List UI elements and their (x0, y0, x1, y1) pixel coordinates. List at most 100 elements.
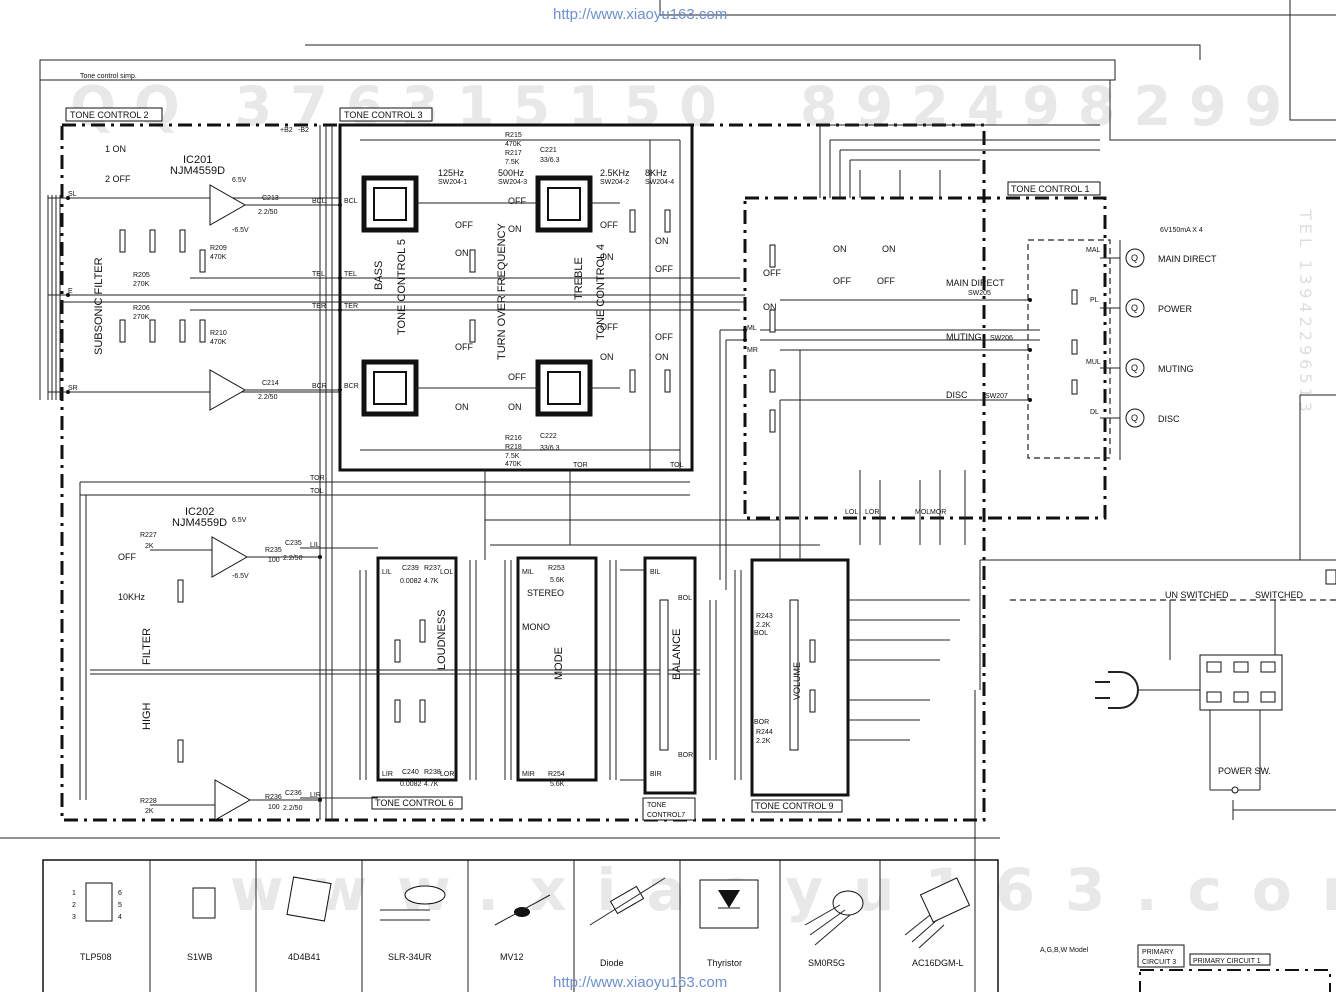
node-ter-1: TER (312, 303, 326, 310)
node-tor: TOR (310, 475, 325, 482)
label-subsonic-filter: SUBSONIC FILTER (93, 257, 105, 355)
r218: R218 (505, 444, 522, 451)
r206-val: 270K (133, 314, 150, 321)
r235-val: 100 (268, 557, 280, 564)
sw-off-4: OFF (508, 372, 526, 382)
node-bor: BOR (678, 752, 693, 759)
power-section (1095, 600, 1336, 820)
label-treble: TREBLE (573, 257, 585, 300)
block-tc7 (643, 556, 697, 795)
sw-on-9: ON (763, 302, 777, 312)
node-lor: LOR (440, 771, 454, 778)
node-tel-2: TEL (344, 271, 357, 278)
sw-off-2: OFF (508, 196, 526, 206)
r228-val: 2K (145, 808, 154, 815)
c235: C235 (285, 540, 302, 547)
label-tone-control-5: TONE CONTROL 5 (396, 239, 408, 335)
node-lol: LOL (440, 569, 453, 576)
part-s1wb: S1WB (187, 952, 213, 962)
node-lir-2: LIR (382, 771, 393, 778)
sw-off-6: OFF (655, 264, 673, 274)
c222-val: 33/6.3 (540, 445, 560, 452)
lamp-muting: MUTING (1158, 364, 1194, 374)
sw-on-top: 1 ON (105, 144, 126, 154)
node-mr: MR (747, 347, 758, 354)
sw-off-7: OFF (600, 322, 618, 332)
part-diode: Diode (600, 958, 624, 968)
sw-off-8: OFF (655, 332, 673, 342)
freq-8k: 8KHz (645, 168, 668, 178)
r235: R235 (265, 547, 282, 554)
r238: R238 (424, 769, 441, 776)
node-pl: PL (1090, 297, 1099, 304)
node-bcl-2: BCL (344, 198, 358, 205)
r217: R217 (505, 150, 522, 157)
node-tor-2: TOR (573, 462, 588, 469)
tc1-disc-sw: SW207 (985, 393, 1008, 400)
r217-val: 7.5K (505, 159, 520, 166)
c239: C239 (402, 565, 419, 572)
r253-val: 5.6K (550, 577, 565, 584)
c213-val: 2.2/50 (258, 209, 278, 216)
svg-text:Q: Q (1131, 253, 1138, 263)
r210: R210 (210, 330, 227, 337)
rail-b2-neg: -B2 (298, 127, 309, 134)
tc1-muting-sw: SW206 (990, 335, 1013, 342)
lamp-box (1027, 239, 1111, 459)
svg-text:6: 6 (118, 890, 122, 897)
lamp-note: 6V150mA X 4 (1160, 227, 1203, 234)
r205-val: 270K (133, 281, 150, 288)
model-note: A,G,B,W Model (1040, 947, 1089, 954)
svg-text:5: 5 (118, 902, 122, 909)
label-bass: BASS (373, 261, 385, 290)
r227: R227 (140, 532, 157, 539)
tone-networks (360, 139, 681, 470)
part-sm0r5g: SM0R5G (808, 958, 845, 968)
sw-10khz: 10KHz (118, 592, 146, 602)
c240: C240 (402, 769, 419, 776)
block-mode (516, 556, 598, 782)
c222: C222 (540, 433, 557, 440)
r209: R209 (210, 245, 227, 252)
block-label-tc3: TONE CONTROL 3 (344, 110, 423, 120)
block-tc1 (743, 196, 1107, 520)
sw-off-9: OFF (763, 268, 781, 278)
node-bcr-2: BCR (344, 383, 359, 390)
header-note: Tone control simp. (80, 73, 137, 80)
c235-val: 2.2/50 (283, 555, 303, 562)
power-unswitched: UN SWITCHED (1165, 590, 1229, 600)
label-tone-control-4: TONE CONTROL 4 (595, 244, 607, 340)
sw-on-4: ON (508, 402, 522, 412)
node-bil: BIL (650, 569, 661, 576)
node-ml: ML (747, 325, 757, 332)
freq-125-sw: SW204-1 (438, 179, 467, 186)
sw-on-10: ON (833, 244, 847, 254)
r237-val: 4.7K (424, 578, 439, 585)
part-slr34ur: SLR-34UR (388, 952, 432, 962)
node-lol-2: LOL (845, 509, 858, 516)
tc1-muting: MUTING (946, 332, 982, 342)
block-label-tc7-1: TONE (647, 802, 667, 809)
c221-val: 33/6.3 (540, 157, 560, 164)
r205: R205 (133, 272, 150, 279)
freq-2k5-sw: SW204-2 (600, 179, 629, 186)
r243-val: 2.2K (756, 622, 771, 629)
node-mor: MOR (930, 509, 946, 516)
part-mv12: MV12 (500, 952, 524, 962)
node-lil-2: LIL (382, 569, 392, 576)
part-4d4b41: 4D4B41 (288, 952, 321, 962)
block-label-tc6: TONE CONTROL 6 (375, 798, 454, 808)
node-lil: LIL (310, 542, 320, 549)
r210-val: 470K (210, 339, 227, 346)
label-turn-over-frequency: TURN OVER FREQUENCY (496, 222, 508, 360)
sw-off-11: OFF (877, 276, 895, 286)
watermark-layer: QQ 376315150 892498299 www.xiaoyu163.com… (70, 75, 1336, 924)
watermark-url-large: www.xiaoyu163.com (230, 856, 1336, 924)
r227-val: 2K (145, 543, 154, 550)
node-lir: LIR (310, 792, 321, 799)
components (119, 209, 1078, 763)
ic201-part: NJM4559D (170, 165, 225, 177)
r215-val: 470K (505, 141, 522, 148)
